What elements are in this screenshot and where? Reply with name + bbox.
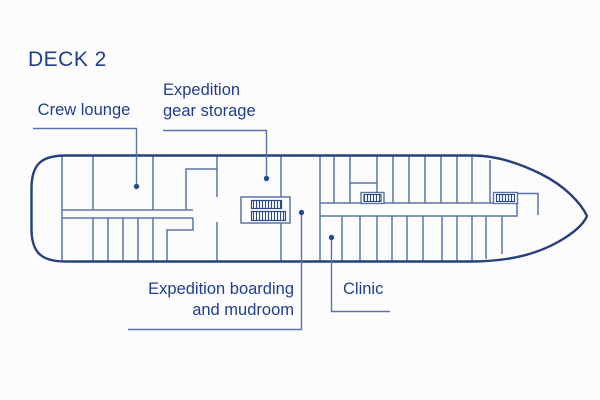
label-clinic-text: Clinic	[343, 280, 384, 298]
leader-gear-storage	[163, 129, 268, 178]
label-gear-storage-line2: gear storage	[163, 102, 256, 120]
stairs-icon-main	[240, 196, 291, 224]
leader-dots	[133, 175, 335, 241]
hull-outline	[30, 154, 589, 263]
stairs-icon-bow	[492, 191, 519, 205]
label-boarding-mudroom-line2: and mudroom	[192, 301, 294, 319]
dot-crew-lounge	[133, 183, 140, 190]
leader-boarding-mudroom	[128, 212, 303, 331]
label-crew-lounge: Crew lounge	[30, 100, 138, 121]
label-clinic: Clinic	[343, 279, 383, 300]
page-title: DECK 2	[28, 48, 107, 72]
label-boarding-mudroom: Expedition boarding and mudroom	[128, 279, 294, 321]
leader-crew-lounge	[33, 127, 138, 186]
stairs-icon-mid	[360, 191, 385, 205]
leader-lines	[33, 127, 390, 331]
label-crew-lounge-text: Crew lounge	[37, 101, 131, 119]
interior-walls	[61, 155, 539, 262]
label-boarding-mudroom-line1: Expedition boarding	[148, 280, 294, 298]
dot-gear-storage	[263, 175, 270, 182]
leader-clinic	[330, 237, 390, 313]
label-gear-storage: Expedition gear storage	[163, 80, 256, 122]
dot-clinic	[328, 234, 335, 241]
label-gear-storage-line1: Expedition	[163, 81, 241, 99]
dot-boarding-mudroom	[298, 209, 305, 216]
